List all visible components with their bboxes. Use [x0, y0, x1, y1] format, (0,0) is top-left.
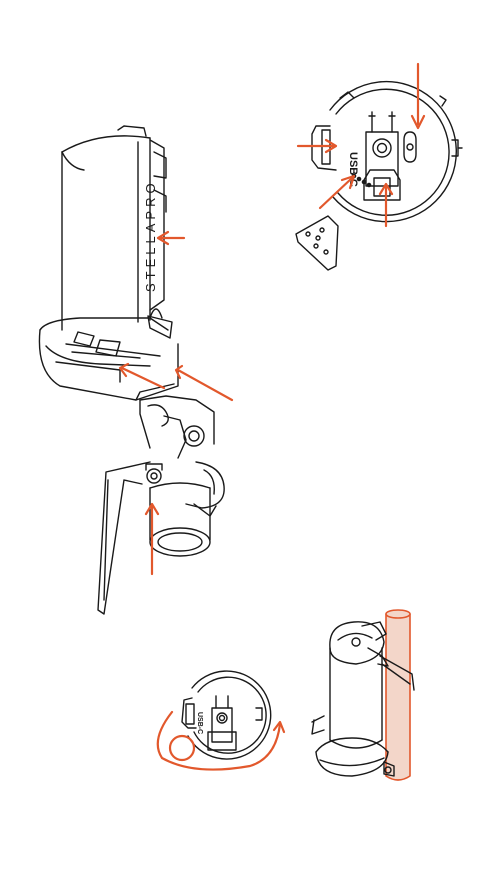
callout-arrow-rail: [122, 368, 164, 388]
battery-body: STELLAPRO: [62, 126, 166, 330]
pipe-clamp: [98, 396, 224, 614]
clamp-callouts: [146, 504, 158, 574]
rotate-lock-view: USB-C: [182, 671, 271, 759]
battery-base-mount: [39, 309, 178, 400]
mount-top-view: USB-C: [296, 82, 462, 270]
stellapro-label: STELLAPRO: [143, 179, 158, 292]
rotation-pivot-marker: [170, 736, 194, 760]
pole: [386, 614, 410, 780]
mount-top-callouts: [298, 64, 424, 226]
pole-mounted-view: [312, 610, 414, 780]
callout-arrow-dots: [320, 178, 352, 208]
callout-arrow-mount: [178, 370, 232, 400]
battery-callouts: [120, 232, 232, 400]
usb-c-label-small: USB-C: [196, 712, 203, 734]
